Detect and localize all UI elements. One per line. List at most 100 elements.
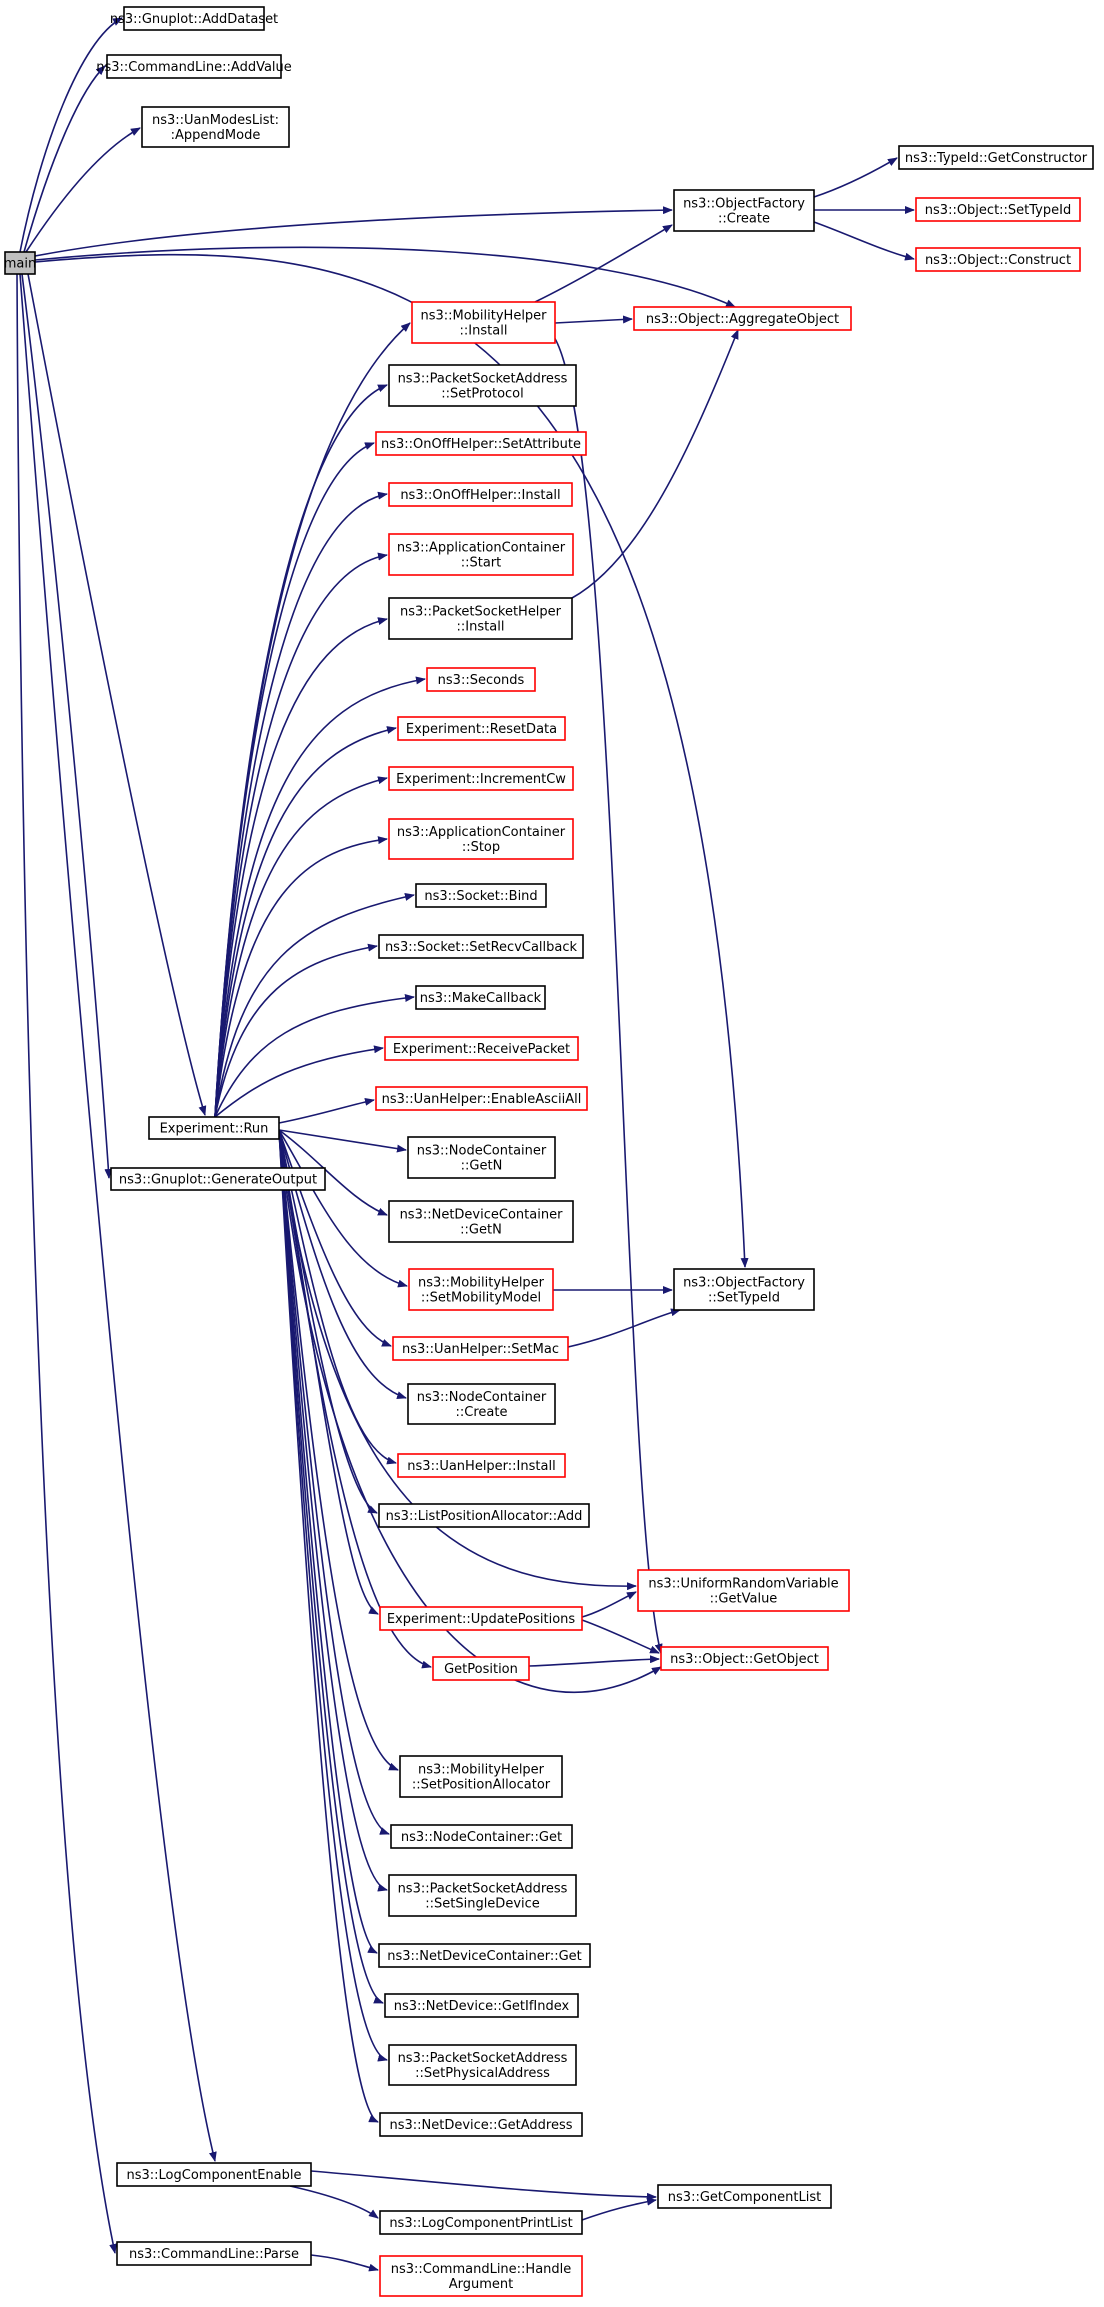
node-obj-getobj[interactable]: ns3::Object::GetObject xyxy=(660,1646,829,1671)
node-uan-setmac[interactable]: ns3::UanHelper::SetMac xyxy=(392,1336,569,1361)
call-edge xyxy=(278,1129,637,1591)
node-psh-install[interactable]: ns3::PacketSocketHelper::Install xyxy=(388,597,573,640)
node-app-stop[interactable]: ns3::ApplicationContainer::Stop xyxy=(388,818,574,860)
node-exp-updpos[interactable]: Experiment::UpdatePositions xyxy=(379,1606,583,1631)
node-label: ns3::Object::Construct xyxy=(925,253,1071,268)
call-edge xyxy=(581,1591,637,1618)
node-makecb[interactable]: ns3::MakeCallback xyxy=(415,985,546,1010)
node-gp-genout[interactable]: ns3::Gnuplot::GenerateOutput xyxy=(110,1167,326,1191)
node-label: Experiment::UpdatePositions xyxy=(387,1612,576,1627)
node-onoff-install[interactable]: ns3::OnOffHelper::Install xyxy=(388,482,573,507)
node-uan-ascii[interactable]: ns3::UanHelper::EnableAsciiAll xyxy=(375,1086,588,1111)
node-of-settype[interactable]: ns3::ObjectFactory::SetTypeId xyxy=(673,1268,815,1311)
node-label: Experiment::ResetData xyxy=(406,722,557,737)
node-psa-setphys[interactable]: ns3::PacketSocketAddress::SetPhysicalAdd… xyxy=(388,2044,577,2086)
node-label: Experiment::Run xyxy=(160,1122,269,1137)
node-lpa-add[interactable]: ns3::ListPositionAllocator::Add xyxy=(378,1503,590,1528)
node-obj-aggregate[interactable]: ns3::Object::AggregateObject xyxy=(633,306,852,331)
node-obj-construct[interactable]: ns3::Object::Construct xyxy=(915,247,1081,272)
node-ndc-get[interactable]: ns3::NetDeviceContainer::Get xyxy=(378,1943,591,1968)
node-label: ns3::MakeCallback xyxy=(420,991,542,1006)
node-label: ns3::Socket::SetRecvCallback xyxy=(385,940,578,955)
call-edge xyxy=(278,1129,399,1771)
node-getcomplist[interactable]: ns3::GetComponentList xyxy=(657,2184,832,2209)
node-box xyxy=(4,251,36,275)
call-edge xyxy=(278,1129,388,1892)
node-box xyxy=(388,597,573,640)
node-nd-getaddr[interactable]: ns3::NetDevice::GetAddress xyxy=(379,2112,583,2137)
node-nc-create[interactable]: ns3::NodeContainer::Create xyxy=(407,1383,556,1425)
node-label: ns3::PacketSocketAddress xyxy=(398,2051,568,2066)
node-box xyxy=(106,54,282,79)
node-cl-parse[interactable]: ns3::CommandLine::Parse xyxy=(116,2241,312,2266)
call-edge xyxy=(813,157,898,198)
node-exp-recv[interactable]: Experiment::ReceivePacket xyxy=(384,1036,579,1061)
node-psa-setproto[interactable]: ns3::PacketSocketAddress::SetProtocol xyxy=(388,364,577,407)
node-psa-setsingle[interactable]: ns3::PacketSocketAddress::SetSingleDevic… xyxy=(388,1874,577,1917)
node-box xyxy=(407,1383,556,1425)
node-ndc-getn[interactable]: ns3::NetDeviceContainer::GetN xyxy=(388,1200,574,1243)
node-label: :AppendMode xyxy=(171,128,261,143)
node-label: ns3::MobilityHelper xyxy=(418,1763,545,1778)
node-getpos[interactable]: GetPosition xyxy=(432,1656,530,1681)
node-box xyxy=(384,1036,579,1061)
call-edge xyxy=(214,776,388,1118)
node-obj-settype[interactable]: ns3::Object::SetTypeId xyxy=(915,197,1081,222)
node-nc-getn[interactable]: ns3::NodeContainer::GetN xyxy=(407,1136,556,1179)
node-uan-append[interactable]: ns3::UanModesList::AppendMode xyxy=(141,106,290,148)
nodes-layer: main ns3::Gnuplot::AddDatasetns3::Command… xyxy=(4,6,1094,2297)
node-mob-setposalloc[interactable]: ns3::MobilityHelper::SetPositionAllocato… xyxy=(399,1755,563,1798)
node-box xyxy=(123,6,265,31)
node-exp-reset[interactable]: Experiment::ResetData xyxy=(397,716,566,741)
node-typeid-getc[interactable]: ns3::TypeId::GetConstructor xyxy=(898,145,1094,170)
node-label: ns3::MobilityHelper xyxy=(420,309,547,324)
node-of-create[interactable]: ns3::ObjectFactory::Create xyxy=(673,189,815,232)
node-box xyxy=(388,1874,577,1917)
node-gp-add[interactable]: ns3::Gnuplot::AddDataset xyxy=(110,6,278,31)
node-exp-inccw[interactable]: Experiment::IncrementCw xyxy=(388,766,574,791)
node-app-start[interactable]: ns3::ApplicationContainer::Start xyxy=(388,533,574,576)
call-edge xyxy=(278,1129,384,2004)
node-label: Experiment::ReceivePacket xyxy=(393,1042,570,1057)
node-sock-recvcb[interactable]: ns3::Socket::SetRecvCallback xyxy=(378,934,584,959)
node-box xyxy=(898,145,1094,170)
node-label: ::SetPhysicalAddress xyxy=(415,2066,550,2081)
node-label: ns3::MobilityHelper xyxy=(418,1276,545,1291)
node-box xyxy=(411,301,556,344)
node-nc-get[interactable]: ns3::NodeContainer::Get xyxy=(390,1824,573,1849)
node-label: Argument xyxy=(449,2277,514,2292)
node-sock-bind[interactable]: ns3::Socket::Bind xyxy=(415,883,547,908)
node-nd-getifidx[interactable]: ns3::NetDevice::GetIfIndex xyxy=(384,1993,579,2018)
node-label: ns3::NetDeviceContainer::Get xyxy=(387,1949,582,1964)
node-label: ::Install xyxy=(457,620,505,635)
node-label: ns3::Object::GetObject xyxy=(670,1652,819,1667)
call-edge xyxy=(23,65,106,253)
node-box xyxy=(116,2241,312,2266)
node-log-enable[interactable]: ns3::LogComponentEnable xyxy=(116,2162,312,2187)
node-box xyxy=(378,1503,590,1528)
node-label: ::Create xyxy=(456,1405,508,1420)
node-mob-install[interactable]: ns3::MobilityHelper::Install xyxy=(411,301,556,344)
node-seconds[interactable]: ns3::Seconds xyxy=(426,667,536,692)
call-edge xyxy=(554,315,633,324)
node-box xyxy=(378,1943,591,1968)
node-onoff-setattr[interactable]: ns3::OnOffHelper::SetAttribute xyxy=(375,431,587,456)
node-label: ::GetN xyxy=(460,1223,502,1238)
node-urv-getval[interactable]: ns3::UniformRandomVariable::GetValue xyxy=(637,1569,850,1612)
node-box xyxy=(408,1268,554,1311)
node-mob-setmodel[interactable]: ns3::MobilityHelper::SetMobilityModel xyxy=(408,1268,554,1311)
node-uan-install[interactable]: ns3::UanHelper::Install xyxy=(397,1453,566,1478)
node-main[interactable]: main xyxy=(4,251,36,275)
node-exp-run[interactable]: Experiment::Run xyxy=(148,1116,280,1140)
call-edge xyxy=(214,1045,384,1118)
node-box xyxy=(148,1116,280,1140)
call-edge xyxy=(567,1308,681,1348)
node-cl-addval[interactable]: ns3::CommandLine::AddValue xyxy=(96,54,292,79)
call-edge xyxy=(214,943,378,1118)
node-label: ns3::UniformRandomVariable xyxy=(648,1577,838,1592)
node-label: ns3::ListPositionAllocator::Add xyxy=(386,1509,583,1524)
node-box xyxy=(392,1336,569,1361)
node-log-printlist[interactable]: ns3::LogComponentPrintList xyxy=(379,2210,583,2235)
